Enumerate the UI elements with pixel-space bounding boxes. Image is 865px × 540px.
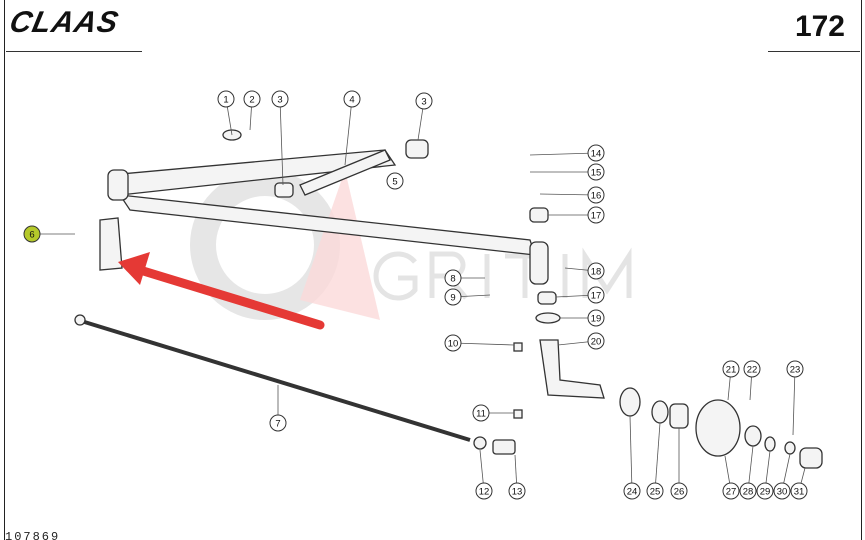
page-number: 172	[794, 10, 845, 43]
callout-number-11: 11	[476, 409, 486, 420]
callout-number-1: 1	[223, 95, 228, 106]
callout-circle	[386, 172, 404, 190]
callout-circle	[670, 482, 688, 500]
callout-number-24: 24	[627, 487, 638, 498]
callout-number-6: 6	[29, 230, 34, 241]
callout-circle	[343, 90, 361, 108]
leader-line	[654, 422, 661, 492]
callout-number-15: 15	[591, 168, 602, 179]
header-rule-left	[6, 51, 142, 52]
callout-circle	[722, 360, 740, 378]
callout-circle	[790, 482, 808, 500]
callout-number-10: 10	[448, 339, 459, 350]
leader-line	[279, 98, 284, 186]
callout-circle	[508, 482, 526, 500]
leader-line	[539, 193, 597, 196]
callout-number-28: 28	[743, 487, 754, 498]
steering-arm	[99, 217, 123, 271]
callout-number-30: 30	[777, 487, 788, 498]
callout-number-2: 2	[249, 95, 254, 106]
callout-circle	[739, 482, 757, 500]
callout-circle	[646, 482, 664, 500]
leader-line	[792, 368, 796, 436]
axle-parts	[74, 129, 823, 469]
callout-circle	[475, 482, 493, 500]
callout-circle	[415, 92, 433, 110]
callout-circle	[587, 206, 605, 224]
callout-number-17: 17	[591, 291, 602, 302]
callout-circle	[587, 262, 605, 280]
callout-circle	[587, 144, 605, 162]
callout-circle	[773, 482, 791, 500]
callout-number-8: 8	[450, 274, 455, 285]
callout-number-20: 20	[591, 337, 602, 348]
leader-line	[452, 342, 515, 346]
callout-circle	[587, 286, 605, 304]
callout-circle	[217, 90, 235, 108]
callout-circle	[269, 414, 287, 432]
leader-line	[344, 98, 353, 166]
callout-circle	[587, 186, 605, 204]
callout-number-19: 19	[591, 314, 602, 325]
callout-number-4: 4	[349, 95, 354, 106]
callout-number-31: 31	[794, 487, 805, 498]
callout-number-18: 18	[591, 267, 602, 278]
callout-number-29: 29	[760, 487, 771, 498]
callout-circle	[444, 334, 462, 352]
callout-circle	[756, 482, 774, 500]
callout-circle	[243, 90, 261, 108]
header-rule-right	[768, 51, 860, 52]
callout-number-23: 23	[790, 365, 801, 376]
red-arrow	[118, 252, 325, 330]
watermark	[190, 170, 632, 320]
wheel-hub	[695, 399, 741, 457]
callout-number-21: 21	[726, 365, 737, 376]
stub-axle	[539, 339, 605, 399]
callout-number-3: 3	[421, 97, 426, 108]
callout-number-5: 5	[392, 177, 397, 188]
callout-circle	[743, 360, 761, 378]
callout-number-22: 22	[747, 365, 758, 376]
callout-circle	[444, 288, 462, 306]
callout-circle	[722, 482, 740, 500]
document-number: 107869	[5, 530, 61, 540]
callout-circle	[444, 269, 462, 287]
callout-circle	[623, 482, 641, 500]
callout-circle	[271, 90, 289, 108]
callout-number-12: 12	[479, 487, 490, 498]
leader-line	[529, 152, 597, 156]
callout-circle	[587, 309, 605, 327]
callout-number-25: 25	[650, 487, 661, 498]
callout-number-13: 13	[512, 487, 523, 498]
callout-number-7: 7	[275, 419, 280, 430]
callout-number-16: 16	[591, 191, 602, 202]
callout-circle	[587, 163, 605, 181]
callout-number-3: 3	[277, 95, 282, 106]
callout-number-17: 17	[591, 211, 602, 222]
leader-line	[629, 415, 633, 492]
callout-number-27: 27	[726, 487, 737, 498]
callout-circle	[587, 332, 605, 350]
callout-number-26: 26	[674, 487, 685, 498]
highlighted-callout-circle	[23, 225, 41, 243]
callout-number-14: 14	[591, 149, 602, 160]
callout-circle	[472, 404, 490, 422]
page-frame	[4, 0, 862, 540]
kingpin-housing	[529, 241, 549, 285]
callout-number-9: 9	[450, 293, 455, 304]
callout-circle	[786, 360, 804, 378]
tie-rod	[77, 318, 471, 442]
